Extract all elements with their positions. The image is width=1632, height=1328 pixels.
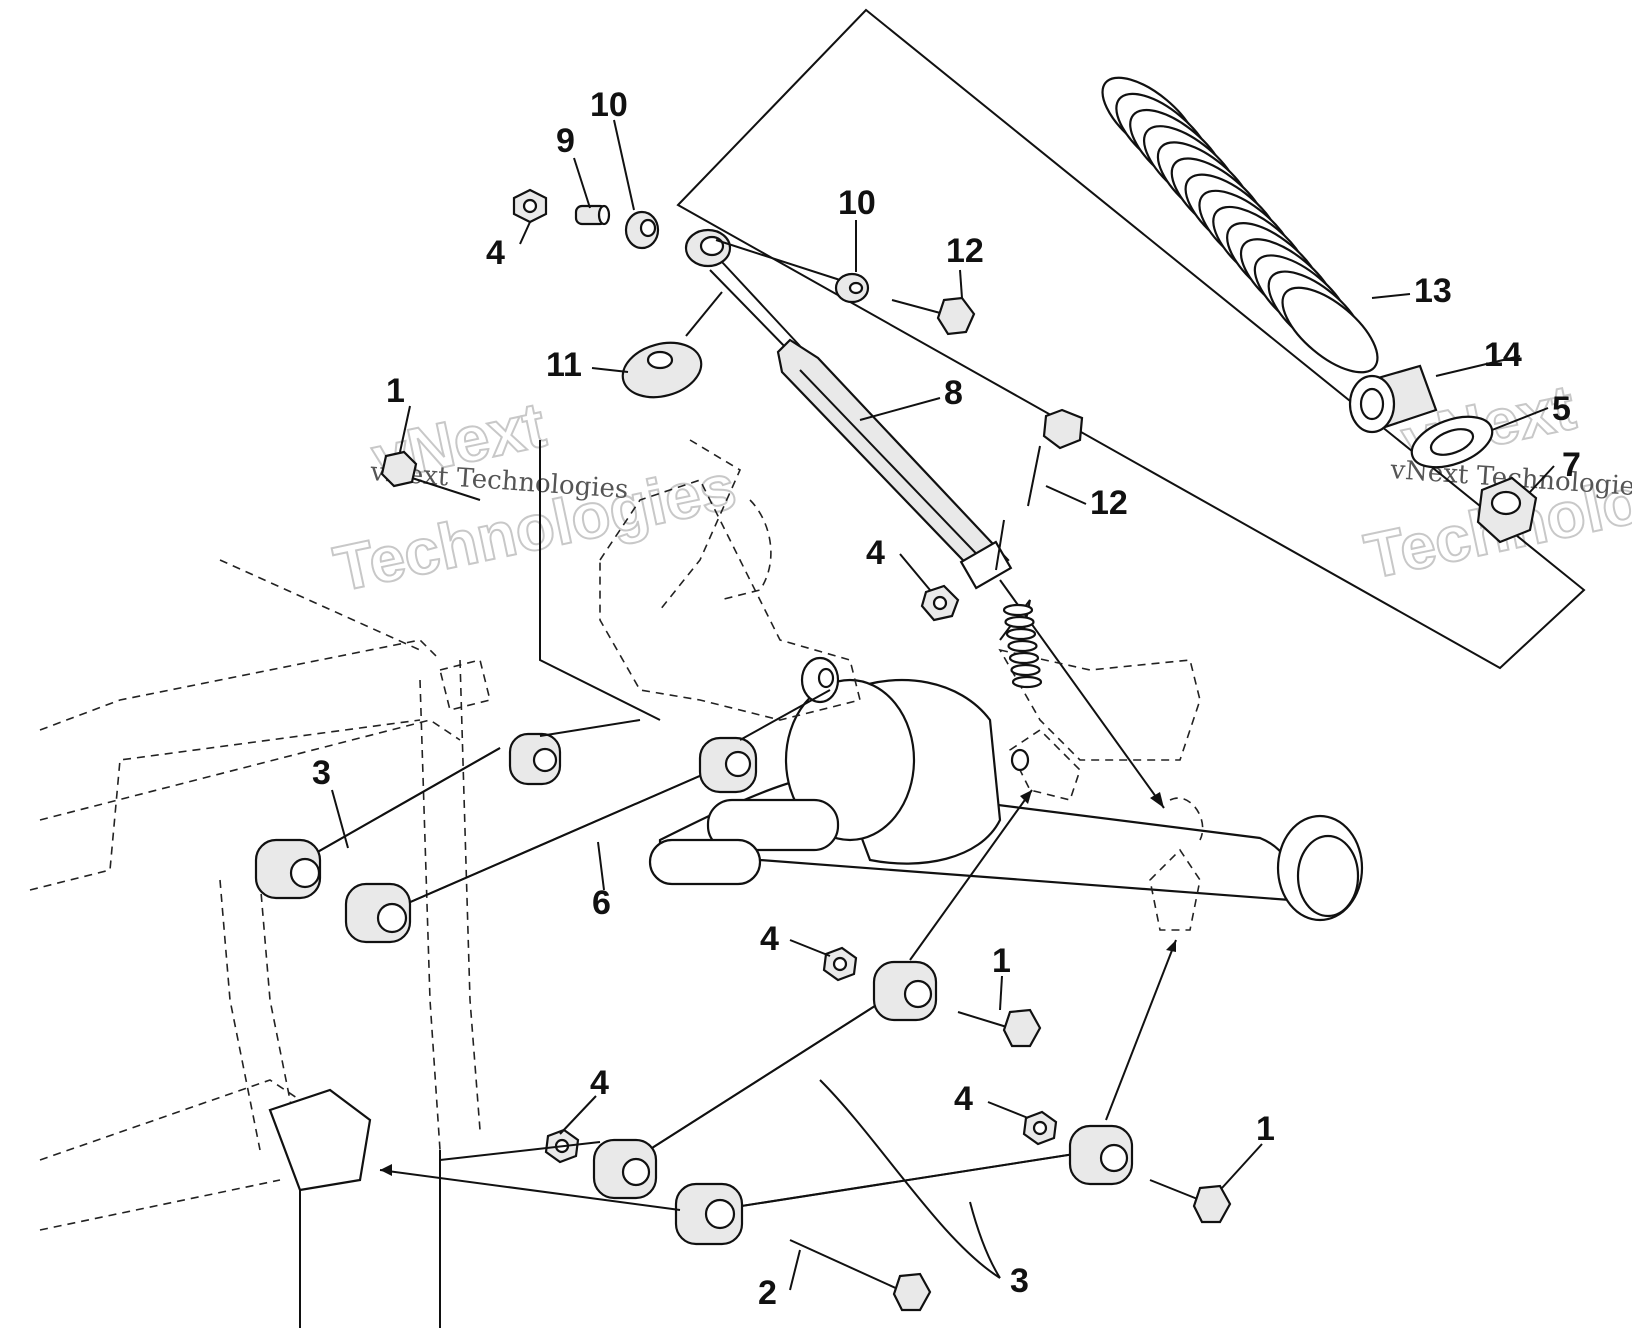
shock-lower-nut [920, 584, 960, 622]
callout-13: 13 [1414, 272, 1452, 310]
upper-arm-3 [254, 732, 562, 900]
spring-washer [1410, 415, 1494, 469]
lower-bolt-axis [995, 519, 1005, 571]
callout-4-lower-left: 4 [590, 1064, 609, 1102]
callout-7: 7 [1562, 446, 1581, 484]
callout-1-top: 1 [386, 372, 405, 410]
shock-cup [621, 341, 703, 399]
callout-3-left: 3 [312, 754, 331, 792]
rear-axle [648, 599, 1364, 922]
arrowhead [1150, 792, 1164, 808]
callout-14: 14 [1484, 336, 1522, 374]
axle-bump-spring-coil [1002, 603, 1034, 617]
shock-top-bushing [624, 210, 660, 250]
axle-bump-spring-coil [1005, 627, 1037, 641]
arm-leader [539, 719, 641, 737]
callout-5: 5 [1552, 390, 1571, 428]
callout-8: 8 [944, 374, 963, 412]
upper-arm-bolt [380, 450, 481, 501]
spring-seat [1348, 364, 1438, 434]
arrow-right-arm-to-axle [1105, 939, 1177, 1121]
callout-4-mid: 4 [760, 920, 779, 958]
shock-top-axis [715, 239, 841, 281]
arrow-lower-arm-to-axle [909, 789, 1033, 961]
callout-1-mid: 1 [992, 942, 1011, 980]
axle-bump-spring-coil [1011, 675, 1043, 689]
axle-bump-spring-coil [1004, 615, 1035, 629]
lower-nut-upper [822, 946, 858, 982]
shock-top-bolt [891, 296, 976, 336]
lower-bolt-right [1149, 1179, 1232, 1224]
coil-spring [1101, 76, 1379, 374]
vehicle-frame [29, 559, 491, 1328]
shock-washer [834, 272, 870, 304]
callout-leaders [331, 119, 1555, 1291]
upper-arm-6 [344, 736, 758, 944]
cup-leader [685, 291, 723, 337]
lower-bracket-dashed [1008, 728, 1204, 931]
callout-4-lower-right: 4 [954, 1080, 973, 1118]
callout-4-top: 4 [486, 234, 505, 272]
axle-bump-spring-coil [1008, 651, 1040, 665]
spring-coil [1281, 286, 1379, 374]
leader-3-b [969, 1201, 1001, 1279]
arm6-leader [739, 689, 831, 741]
callout-9: 9 [556, 122, 575, 160]
axle-bump-spring-coil [1007, 639, 1038, 653]
arrow-lower-arm-to-frame [379, 1169, 681, 1211]
lower-arm-a [592, 960, 938, 1200]
callout-2: 2 [758, 1274, 777, 1312]
lower-bolt-upper [957, 1008, 1042, 1048]
long-bolt-2 [789, 1239, 932, 1312]
callout-labels: 1 1 1 2 3 3 4 4 4 4 4 5 6 7 8 9 10 10 11… [312, 86, 1581, 1312]
shock-lower-bolt [1027, 408, 1084, 507]
callout-10-washer: 10 [838, 184, 876, 222]
callout-12-top: 12 [946, 232, 984, 270]
callout-11: 11 [546, 346, 582, 384]
lower-nut-right [1022, 1110, 1058, 1146]
axle-bump-spring-coil [1010, 663, 1041, 677]
callout-4-shock: 4 [866, 534, 885, 572]
callout-6: 6 [592, 884, 611, 922]
shock-sleeve [574, 204, 611, 226]
leader-3-a [819, 1079, 1001, 1279]
bolt1-leader [539, 440, 661, 721]
lower-arm-b [674, 1124, 1134, 1246]
shock-inset-box [676, 8, 1586, 670]
callout-10-top: 10 [590, 86, 628, 124]
spring-nut [1476, 476, 1538, 544]
callout-1-right: 1 [1256, 1110, 1275, 1148]
shock-top-nut [512, 188, 548, 224]
callout-12-lower: 12 [1090, 484, 1128, 522]
callout-3-bottom: 3 [1010, 1262, 1029, 1300]
